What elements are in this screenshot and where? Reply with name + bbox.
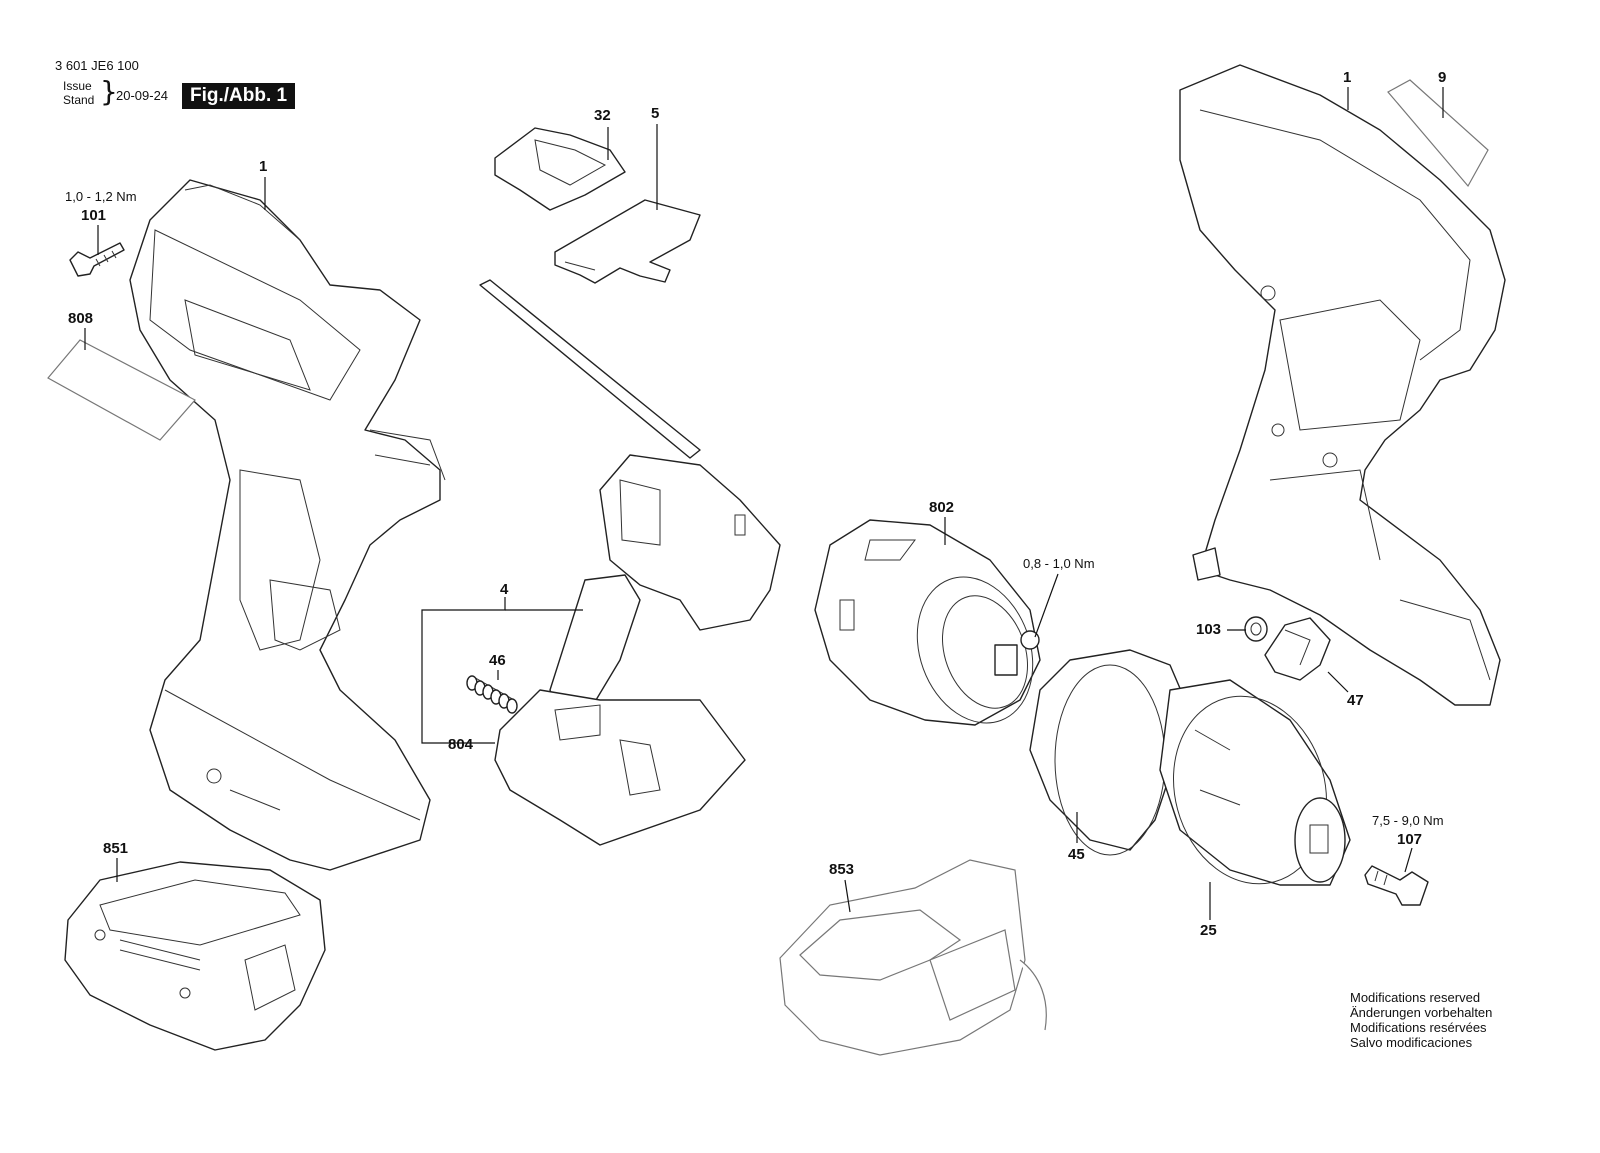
modifications-line-de: Änderungen vorbehalten bbox=[1350, 1005, 1493, 1020]
callout-1-right: 1 bbox=[1343, 69, 1352, 86]
callout-851: 851 bbox=[103, 840, 129, 857]
callout-47: 47 bbox=[1347, 692, 1364, 709]
gearbox-45-drawing bbox=[1029, 649, 1186, 856]
callout-804: 804 bbox=[448, 736, 474, 753]
battery-851-drawing bbox=[64, 861, 326, 1051]
housing-left-drawing bbox=[129, 179, 446, 871]
modifications-line-en: Modifications reserved bbox=[1350, 990, 1481, 1005]
callout-107: 107 bbox=[1397, 831, 1423, 848]
screw-107-drawing bbox=[1364, 865, 1429, 906]
issue-date: 20-09-24 bbox=[116, 88, 169, 103]
callout-101: 101 bbox=[81, 207, 107, 224]
spring-46-drawing bbox=[466, 675, 518, 714]
leader-lines bbox=[84, 87, 1444, 920]
charger-853-drawing bbox=[779, 859, 1047, 1056]
torque-802: 0,8 - 1,0 Nm bbox=[1023, 556, 1095, 571]
modifications-line-fr: Modifications resérvées bbox=[1350, 1020, 1487, 1035]
switch-4-drawing bbox=[479, 279, 781, 846]
callout-25: 25 bbox=[1200, 922, 1217, 939]
callout-853: 853 bbox=[829, 861, 855, 878]
motor-802-drawing bbox=[814, 519, 1041, 726]
stand-label: Stand bbox=[63, 93, 95, 107]
callout-4: 4 bbox=[500, 581, 509, 598]
modifications-note: Modifications reserved Änderungen vorbeh… bbox=[1350, 990, 1492, 1050]
brace-glyph: } bbox=[100, 75, 118, 108]
label-808-drawing bbox=[47, 339, 196, 441]
callout-45: 45 bbox=[1068, 846, 1085, 863]
callout-802: 802 bbox=[929, 499, 955, 516]
label-9-drawing bbox=[1387, 79, 1489, 188]
torque-107: 7,5 - 9,0 Nm bbox=[1372, 813, 1444, 828]
screw-101-drawing bbox=[69, 242, 125, 277]
callout-5: 5 bbox=[651, 105, 660, 122]
issue-label: Issue bbox=[63, 79, 92, 93]
slider-5-drawing bbox=[554, 199, 701, 284]
callout-46: 46 bbox=[489, 652, 506, 669]
callout-103: 103 bbox=[1196, 621, 1222, 638]
part-number: 3 601 JE6 100 bbox=[55, 58, 139, 73]
nut-103-drawing bbox=[1244, 616, 1268, 642]
callout-9: 9 bbox=[1438, 69, 1447, 86]
chuck-25-drawing bbox=[1159, 679, 1351, 886]
housing-right-drawing bbox=[1179, 64, 1506, 706]
switch-cover-32-drawing bbox=[494, 127, 626, 211]
callout-808: 808 bbox=[68, 310, 94, 327]
torque-101: 1,0 - 1,2 Nm bbox=[65, 189, 137, 204]
modifications-line-es: Salvo modificaciones bbox=[1350, 1035, 1473, 1050]
cap-47-drawing bbox=[1264, 617, 1331, 681]
callout-1-left: 1 bbox=[259, 158, 268, 175]
figure-label: Fig./Abb. 1 bbox=[182, 83, 296, 109]
callout-32: 32 bbox=[594, 107, 611, 124]
